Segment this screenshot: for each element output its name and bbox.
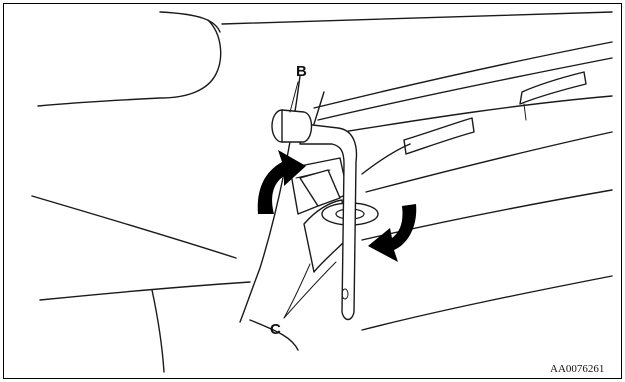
figure-code: AA0076261 xyxy=(550,363,604,375)
leader-c xyxy=(284,262,336,318)
leader-c-2 xyxy=(284,264,310,318)
tow-hook-c xyxy=(300,170,378,272)
label-c: C xyxy=(270,321,281,338)
label-b: B xyxy=(296,63,307,80)
